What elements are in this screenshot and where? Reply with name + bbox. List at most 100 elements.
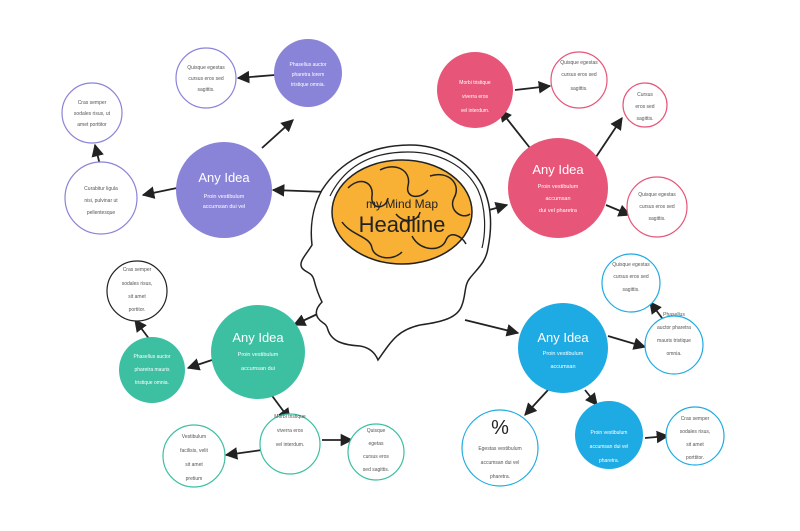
branch-teal: Any Idea Proin vestibulum accumsan dui P… [106, 260, 405, 488]
teal-leaf-bottom-mid[interactable] [259, 413, 321, 475]
teal-leaf-bottom-left-line-3: sit amet [185, 462, 203, 468]
purple-main-node[interactable] [176, 142, 272, 238]
brain-shape [331, 159, 473, 265]
teal-leaf-top[interactable] [106, 260, 168, 322]
pink-leaf-right[interactable] [622, 82, 668, 128]
connector-teal-bottomleft [224, 447, 263, 460]
blue-sub-line-2: accumsan dui vel [590, 444, 629, 450]
connector-blue-percent [524, 389, 549, 416]
purple-leaf-mid[interactable] [64, 161, 138, 235]
connector-pink-sub [499, 109, 531, 149]
center-head: my Mind Map Headline [300, 144, 492, 362]
pink-sub-line-3: vel interdum. [461, 108, 490, 114]
blue-leaf-right[interactable] [644, 315, 704, 375]
teal-leaf-bottom-right-line-3: cursus eros [363, 454, 389, 460]
purple-main-line-2: accumsan dui vel [203, 204, 246, 210]
blue-leaf-far-line-4: porttitor. [686, 455, 704, 461]
teal-leaf-bottom-right-line-2: egetas [368, 441, 384, 447]
blue-main-line-2: accumsan [550, 364, 575, 370]
center-headline: Headline [359, 212, 446, 237]
pink-leaf-top[interactable] [550, 51, 608, 109]
blue-main-title: Any Idea [537, 330, 589, 345]
teal-sub-node[interactable] [119, 337, 185, 403]
purple-sub-line-3: tristique omnia. [291, 82, 325, 88]
purple-leaf-mid-line-3: pellentesque [87, 210, 116, 216]
teal-main-line-1: Proin vestibulum [238, 352, 279, 358]
pink-sub-line-2: viverra eros [462, 94, 489, 100]
head-inner-outline [329, 151, 486, 249]
purple-sub-line-1: Phasellus auctor [290, 62, 327, 68]
teal-sub-line-1: Phasellus auctor [134, 354, 171, 360]
purple-leaf-top-line-3: sagittis. [198, 87, 215, 93]
branch-purple: Any Idea Proin vestibulum accumsan dui v… [61, 39, 342, 238]
blue-sub-line-3: pharetra. [599, 458, 619, 464]
teal-leaf-bottom-right[interactable] [347, 423, 405, 481]
connector-blue-leaffar [644, 430, 670, 444]
connector-blue-sub [584, 389, 598, 406]
pink-main-line-3: dui vel pharetra [539, 208, 578, 214]
pink-sub-node[interactable] [437, 52, 513, 128]
teal-main-node[interactable] [211, 305, 305, 399]
pink-sub-line-1: Morbi tristique [459, 80, 491, 86]
blue-leaf-far-line-1: Cras semper [681, 416, 710, 422]
blue-leaf-percent-line-1: Egestas vestibulum [478, 446, 521, 452]
purple-sub-line-2: pharetra lorem [292, 72, 325, 78]
teal-leaf-bottom-left-line-2: facilisis, velit [180, 448, 208, 454]
pink-leaf-top-line-2: cursus eros sed [561, 72, 597, 78]
blue-leaf-top-line-3: sagittis. [623, 287, 640, 293]
blue-leaf-top[interactable] [601, 253, 661, 313]
pink-leaf-bottom[interactable] [626, 176, 688, 238]
center-subtitle: my Mind Map [366, 197, 438, 211]
branch-pink: Any Idea Proin vestibulum accumsan dui v… [437, 51, 688, 238]
teal-leaf-bottom-left-line-4: pretium [186, 476, 203, 482]
purple-leaf-far-line-1: Cras semper [78, 100, 107, 106]
connector-teal-leaftop [134, 318, 151, 341]
connector-purple-sub [261, 119, 294, 149]
pink-leaf-right-line-3: sagittis. [637, 116, 654, 122]
connector-pink-leafbottom [605, 204, 632, 217]
blue-leaf-percent-line-3: pharetra. [490, 474, 510, 480]
connector-purple-leafmid [141, 186, 178, 199]
teal-leaf-bottom-right-line-1: Quisque [367, 428, 386, 434]
connector-pink-sub-leaf [514, 81, 552, 94]
brain-folds [341, 166, 471, 259]
pink-leaf-bottom-line-2: cursus eros sed [639, 204, 675, 210]
purple-leaf-top-line-2: cursus eros sed [188, 76, 224, 82]
blue-sub-node[interactable] [575, 401, 643, 469]
blue-leaf-top-line-2: cursus eros sed [613, 274, 649, 280]
blue-leaf-right-line-1: Phasellus [663, 312, 685, 318]
blue-leaf-right-line-4: omnia. [666, 351, 681, 357]
teal-leaf-top-line-3: sit amet [128, 294, 146, 300]
teal-leaf-bottom-left-line-1: Vestibulum [182, 434, 206, 440]
connector-teal-sub [186, 358, 213, 371]
branch-blue: Any Idea Proin vestibulum accumsan Proin… [461, 253, 725, 487]
purple-leaf-mid-line-2: nisi, pulvinar ut [84, 198, 118, 204]
teal-main-title: Any Idea [232, 330, 284, 345]
teal-leaf-top-line-4: portitor. [129, 307, 146, 313]
blue-main-node[interactable] [518, 303, 608, 393]
teal-sub-line-3: tristique omnia. [135, 380, 169, 386]
purple-main-title: Any Idea [198, 170, 250, 185]
pink-leaf-top-line-1: Quisque egestas [560, 60, 598, 66]
blue-leaf-far-line-2: sodales risus, [680, 429, 711, 435]
purple-leaf-top-line-1: Quisque egestas [187, 65, 225, 71]
purple-leaf-far[interactable] [61, 82, 123, 144]
teal-leaf-top-line-2: sodales risus, [122, 281, 153, 287]
connector-blue-leafright [607, 335, 647, 350]
purple-main-line-1: Proin vestibulum [204, 194, 245, 200]
blue-leaf-percent[interactable] [461, 409, 539, 487]
purple-leaf-mid-line-1: Curabitur ligula [84, 186, 118, 192]
teal-leaf-bottom-left[interactable] [162, 424, 226, 488]
connector-pink-leafright [593, 116, 623, 161]
blue-sub-line-1: Proin vestibulum [591, 430, 628, 436]
pink-leaf-right-line-1: Cursus [637, 92, 653, 98]
blue-leaf-top-line-1: Quisque egestas [612, 262, 650, 268]
teal-leaf-bottom-mid-line-1: Morbi tristique [274, 414, 306, 420]
pink-leaf-right-line-2: eros sed [635, 104, 654, 110]
blue-main-line-1: Proin vestibulum [543, 351, 584, 357]
blue-leaf-far[interactable] [665, 406, 725, 466]
pink-main-node[interactable] [508, 138, 608, 238]
purple-sub-node[interactable] [274, 39, 342, 107]
teal-main-line-2: accumsan dui [241, 366, 275, 372]
purple-leaf-top[interactable] [175, 47, 237, 109]
